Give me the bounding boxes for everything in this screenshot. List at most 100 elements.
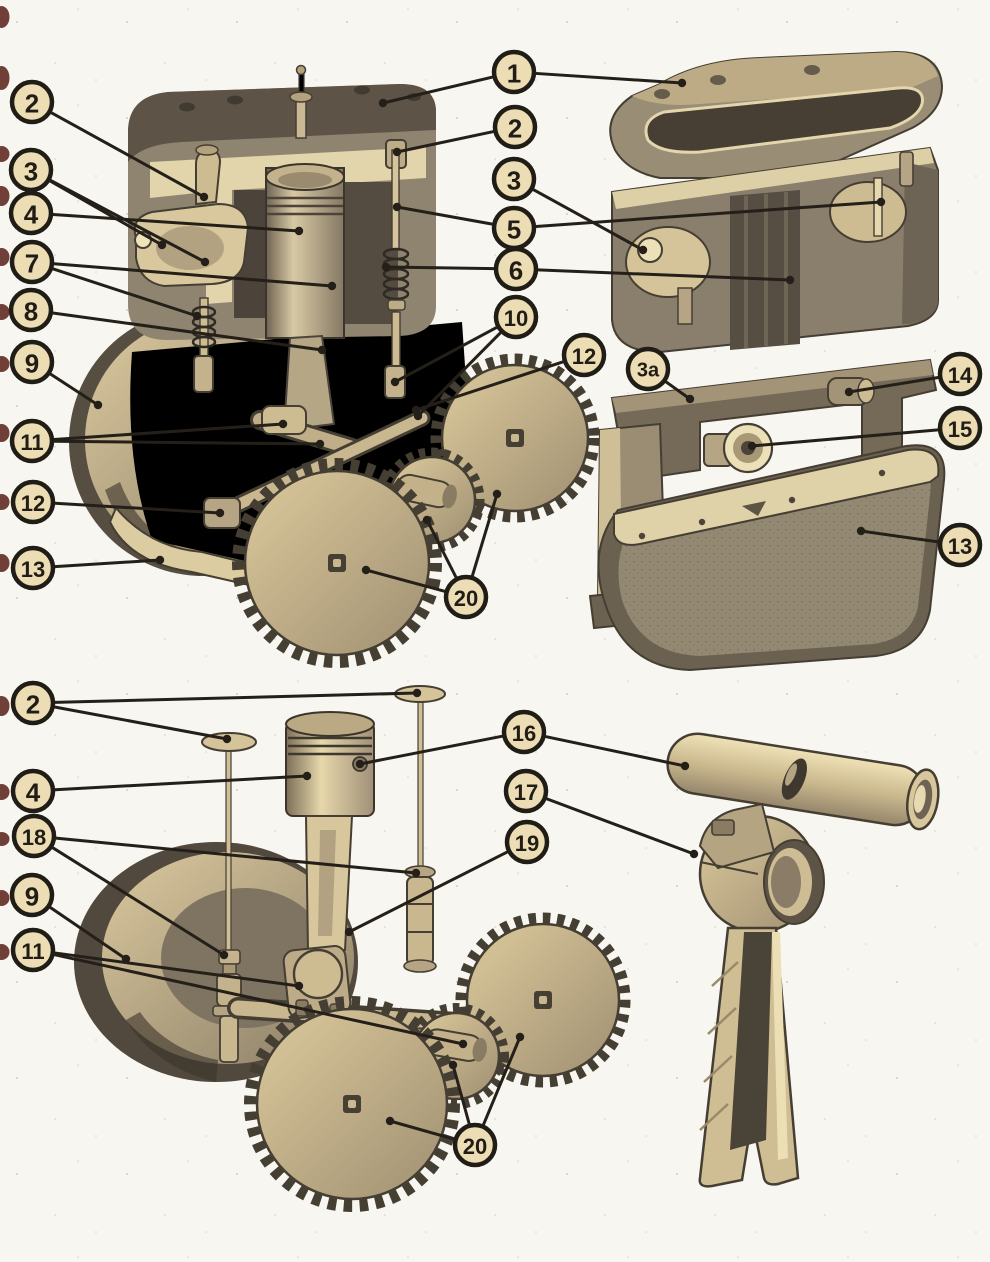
page-edge-mark	[0, 494, 10, 510]
callout-circle	[10, 768, 56, 814]
callout-circle	[10, 680, 56, 726]
leader-dot	[93, 400, 103, 410]
callout-number: 5	[507, 215, 521, 245]
leader-line	[535, 200, 882, 228]
leader-dot	[747, 441, 757, 451]
leader-dot	[219, 950, 229, 960]
callout-17: 17	[503, 768, 699, 859]
leader-line	[348, 850, 509, 934]
callout-12: 12	[411, 332, 607, 415]
leader-line	[54, 558, 161, 569]
leader-line	[546, 797, 695, 856]
leader-line	[49, 372, 99, 407]
page-edge-mark	[0, 944, 10, 960]
callout-number: 3	[507, 166, 521, 196]
leader-line	[389, 1119, 455, 1141]
callout-number: 13	[21, 557, 45, 582]
leader-line	[53, 439, 321, 446]
page-edge-mark	[0, 186, 10, 206]
leader-dot	[222, 734, 232, 744]
leader-dot	[378, 98, 388, 108]
callout-number: 17	[514, 780, 538, 805]
callout-circle	[493, 294, 539, 340]
callout-number: 12	[572, 344, 596, 369]
leader-line	[451, 1064, 471, 1125]
leader-line	[848, 376, 939, 394]
leader-dot	[385, 1116, 395, 1126]
leader-line	[52, 311, 323, 352]
page-edge-mark	[0, 66, 10, 90]
leader-line	[860, 529, 939, 544]
callout-number: 6	[509, 256, 523, 286]
callout-16: 16	[355, 709, 690, 771]
leader-line	[54, 691, 418, 704]
leader-line	[385, 265, 495, 271]
connecting-rod	[698, 802, 825, 1188]
leader-dot	[302, 771, 312, 781]
leader-line	[53, 422, 284, 442]
crankshaft-gear	[232, 458, 442, 668]
callout-5: 5	[392, 197, 886, 251]
callout-9: 9	[9, 339, 103, 410]
callout-1: 1	[378, 49, 687, 108]
leader-dot	[192, 311, 202, 321]
leader-line	[396, 130, 494, 154]
callout-13: 13	[856, 522, 983, 568]
callout-number: 11	[20, 430, 43, 455]
leader-line	[53, 262, 333, 288]
callout-circle	[8, 190, 54, 236]
callout-circle	[10, 545, 56, 591]
page-edge-mark	[0, 6, 10, 28]
page-edge-mark	[0, 890, 10, 906]
callout-circle	[9, 79, 55, 125]
leader-line	[359, 734, 503, 766]
leader-dot	[155, 555, 165, 565]
leader-line	[50, 111, 205, 199]
callout-14: 14	[844, 351, 983, 397]
leader-dot	[689, 849, 699, 859]
leader-line	[51, 846, 225, 957]
leader-line	[470, 493, 499, 577]
page-edge-mark	[0, 146, 10, 162]
engine-assembly-cutaway	[69, 64, 600, 668]
leader-line	[425, 519, 458, 579]
callout-circle	[9, 418, 55, 464]
callout-circle	[937, 351, 983, 397]
callout-circle	[492, 104, 538, 150]
callout-9: 9	[9, 872, 131, 964]
leader-dot	[844, 387, 854, 397]
callout-circle	[443, 574, 489, 620]
callout-number: 14	[948, 363, 973, 388]
oil-sump	[597, 444, 946, 672]
leader-line	[52, 267, 198, 318]
callout-20: 20	[361, 489, 502, 620]
leader-line	[396, 205, 493, 226]
camshaft-gear	[430, 353, 600, 523]
valve-cover-exploded	[609, 50, 944, 179]
callout-circle	[937, 522, 983, 568]
callout-circle	[493, 246, 539, 292]
leader-dot	[278, 419, 288, 429]
page-edge-mark	[0, 554, 10, 572]
callout-4: 4	[10, 768, 312, 814]
leader-dot	[294, 981, 304, 991]
callout-20: 20	[385, 1032, 525, 1168]
callout-number: 3a	[637, 360, 660, 382]
callout-number: 2	[26, 690, 40, 720]
callout-4: 4	[8, 190, 304, 236]
callout-number: 18	[22, 825, 46, 850]
callout-number: 2	[508, 114, 522, 144]
callout-circle	[491, 156, 537, 202]
callout-circle	[504, 819, 550, 865]
page-edge-marks	[0, 6, 10, 960]
callout-circle	[10, 927, 56, 973]
callout-10: 10	[390, 294, 539, 421]
callout-11: 11	[10, 927, 468, 1049]
leader-dot	[315, 439, 325, 449]
leader-line	[482, 1036, 522, 1126]
callout-circle	[452, 1122, 498, 1168]
leader-line	[382, 75, 493, 105]
callout-circle	[937, 405, 983, 451]
leader-dot	[856, 526, 866, 536]
